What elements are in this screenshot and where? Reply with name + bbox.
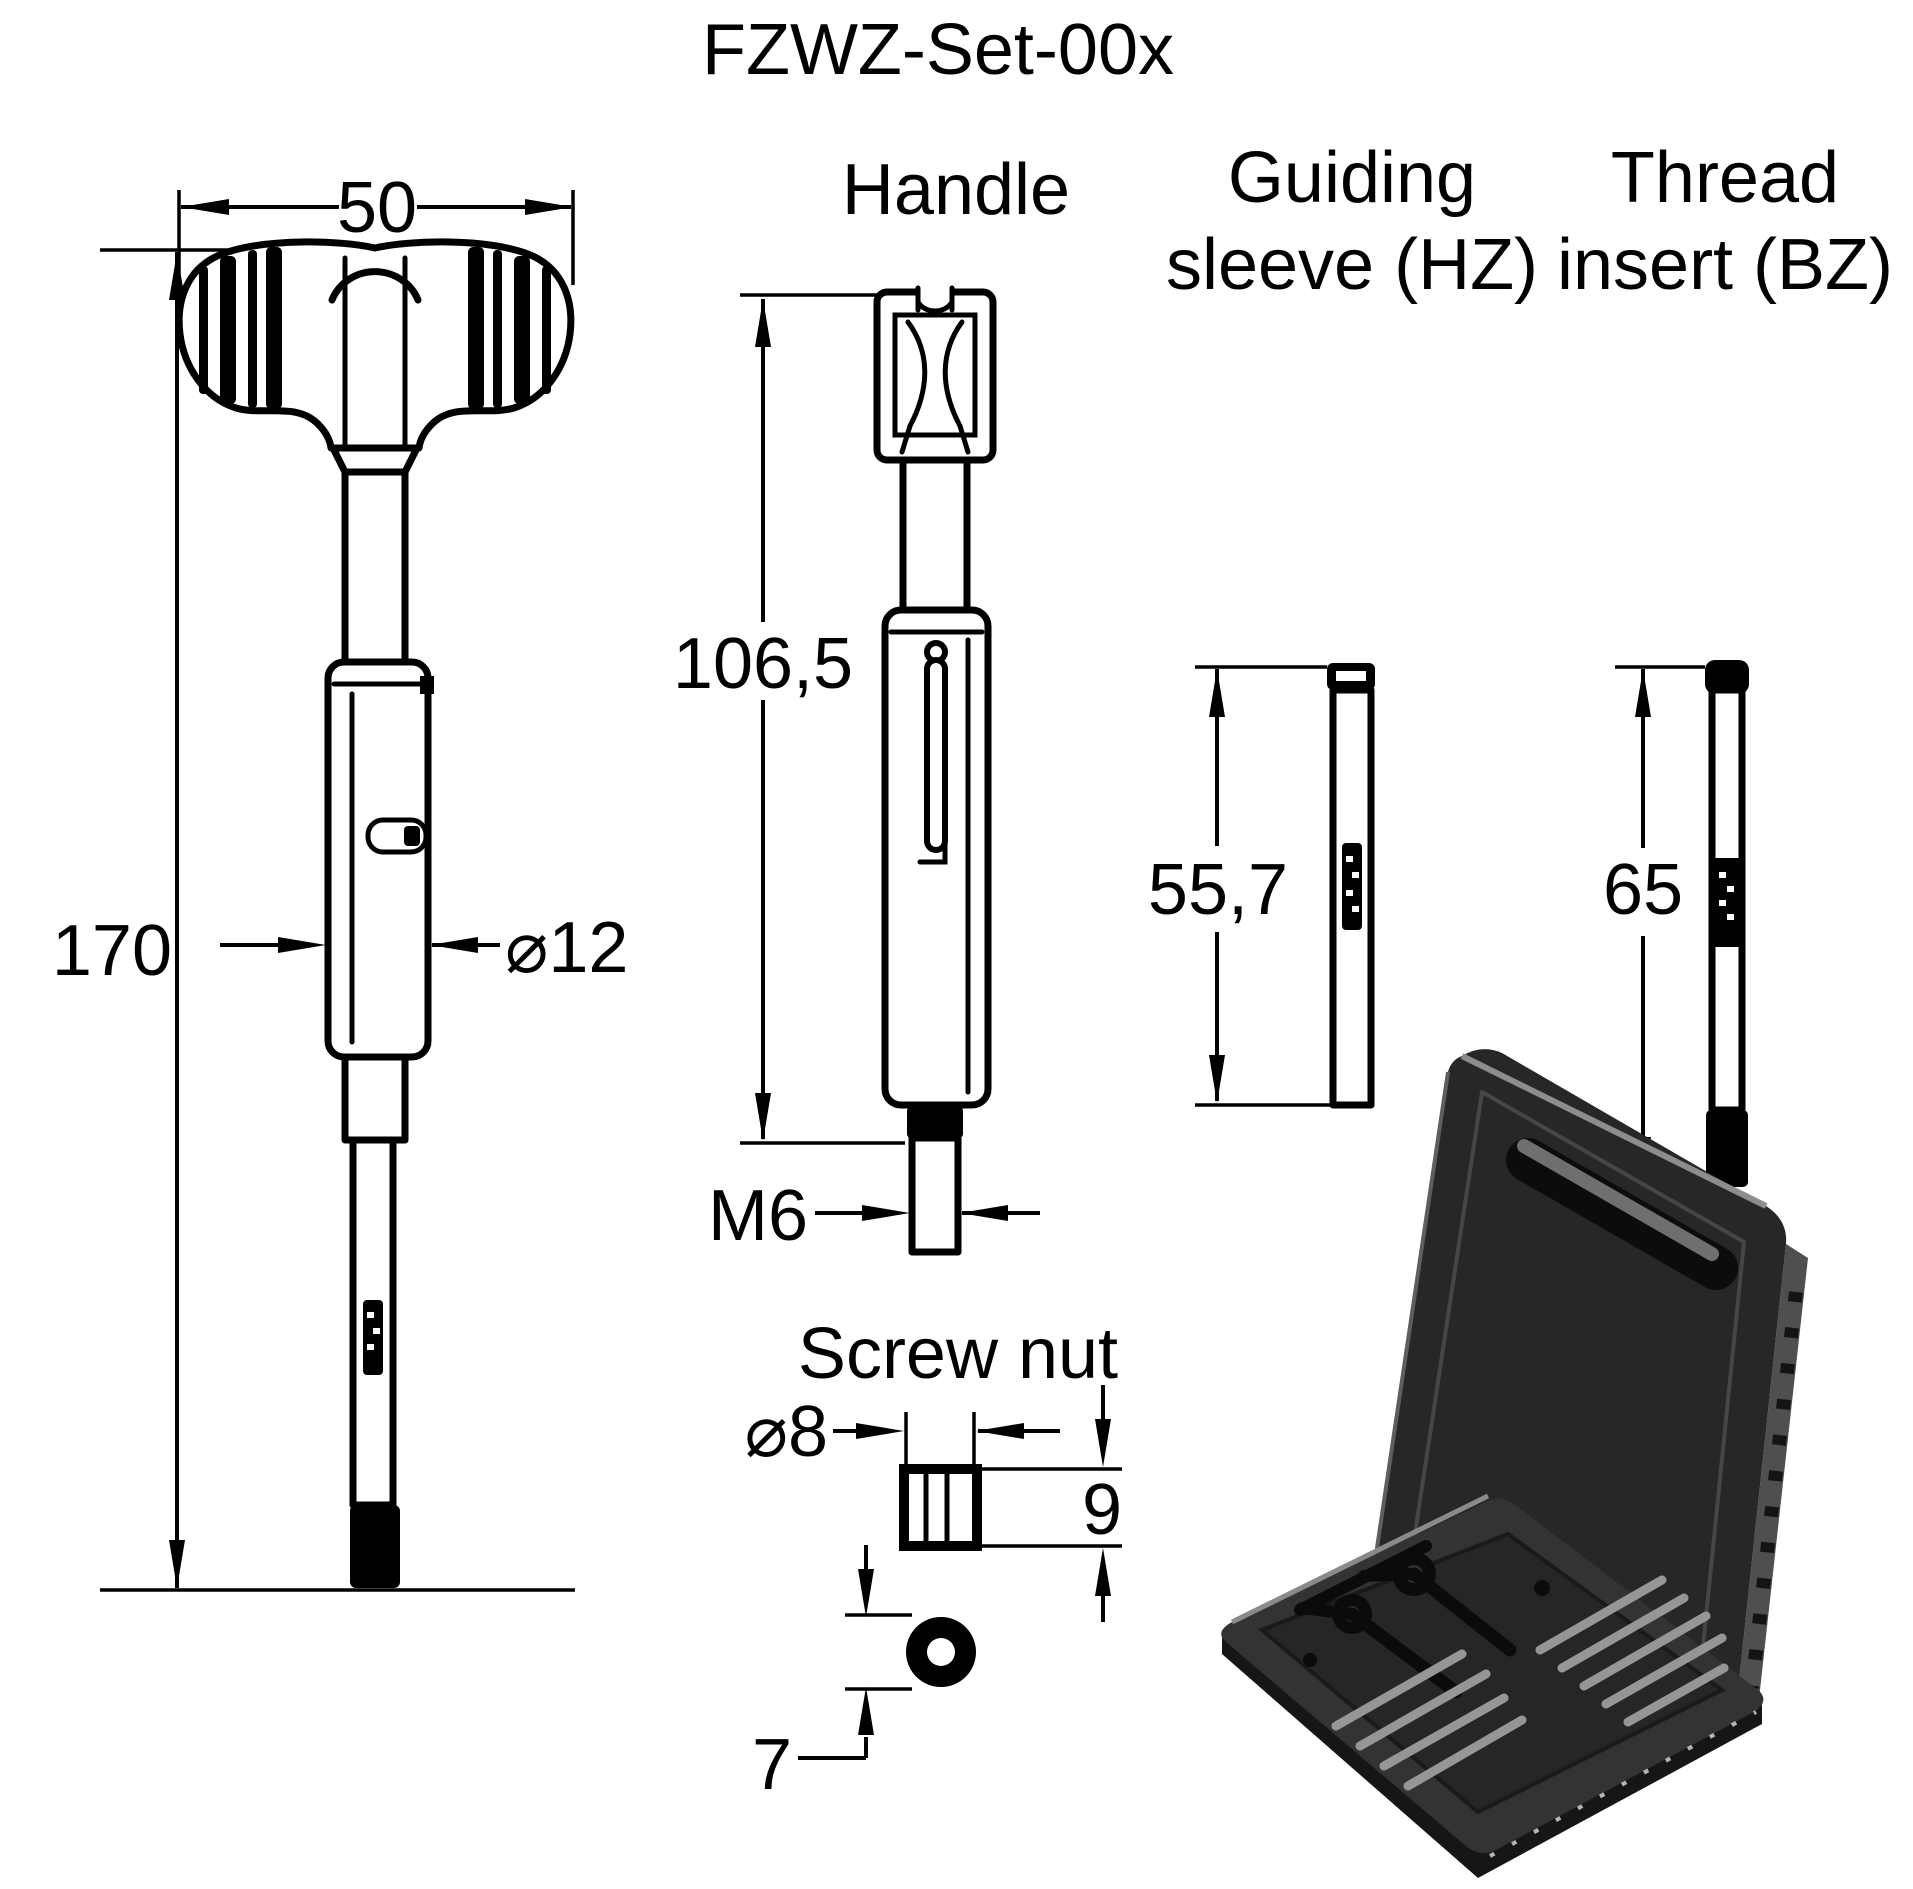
- grip-ribs: [199, 247, 551, 409]
- tray-hole: [1303, 1653, 1317, 1667]
- handle-side-view: 106,5 M6: [673, 285, 1040, 1256]
- case-hinge-vents: [1745, 1291, 1803, 1689]
- thread-stub: [907, 1107, 963, 1138]
- dim-diameter-12: ⌀12: [220, 908, 628, 988]
- threaded-tip: [350, 1505, 400, 1588]
- label-thread-insert: Thread insert (BZ): [1557, 138, 1893, 305]
- svg-text:170: 170: [52, 911, 172, 991]
- case-tray: [1221, 1493, 1764, 1878]
- svg-text:M6: M6: [708, 1176, 808, 1256]
- body-slot: [365, 817, 429, 855]
- dim-width-50: 50: [177, 168, 575, 285]
- brand-mark: [1342, 843, 1362, 930]
- svg-text:9: 9: [1082, 1470, 1122, 1550]
- neck-shaft: [341, 468, 409, 666]
- tray-hole: [1534, 1580, 1550, 1596]
- dim-hole-7: 7: [752, 1545, 912, 1805]
- svg-text:insert (BZ): insert (BZ): [1557, 225, 1893, 305]
- lower-collar: [341, 1053, 409, 1144]
- label-guiding-sleeve: Guiding sleeve (HZ): [1166, 138, 1538, 305]
- pliers-cutout: [1294, 1540, 1517, 1699]
- dim-length-55-7: 55,7: [1148, 665, 1333, 1107]
- wing-profile: [899, 299, 971, 455]
- svg-text:Thread: Thread: [1611, 138, 1839, 218]
- bit-slots-bottom: [1331, 1649, 1527, 1791]
- bit-slots-right: [1535, 1575, 1729, 1727]
- dim-diameter-8: ⌀8: [745, 1392, 1060, 1472]
- label-handle: Handle: [842, 150, 1070, 230]
- svg-text:Guiding: Guiding: [1228, 138, 1476, 218]
- svg-text:106,5: 106,5: [673, 624, 853, 704]
- wing-dome: [328, 268, 422, 304]
- svg-text:65: 65: [1603, 850, 1683, 930]
- bottom-shaft: [908, 1134, 962, 1256]
- label-screw-nut: Screw nut: [798, 1314, 1118, 1394]
- svg-text:55,7: 55,7: [1148, 850, 1288, 930]
- screw-nut-front: [899, 1464, 982, 1551]
- hub-step: [329, 444, 421, 476]
- handle-keyhole-slot: [917, 640, 948, 865]
- insert-threaded-tip: [1706, 1110, 1748, 1187]
- dim-thread-m6: M6: [708, 1176, 1040, 1256]
- brand-mark: [1712, 858, 1742, 947]
- svg-text:⌀12: ⌀12: [505, 908, 628, 988]
- dim-height-9: 9: [979, 1385, 1122, 1622]
- handle-body: [881, 606, 992, 1109]
- guiding-sleeve-drawing: 55,7: [1148, 663, 1375, 1109]
- svg-text:⌀8: ⌀8: [745, 1392, 828, 1472]
- screw-nut-detail: ⌀8 9 7: [745, 1385, 1122, 1805]
- case-handle-slot: [1506, 1138, 1738, 1290]
- body-clip-tab: [420, 676, 434, 694]
- screw-nut-top: [906, 1617, 976, 1687]
- svg-text:sleeve (HZ): sleeve (HZ): [1166, 225, 1538, 305]
- assembly-front-view: 50 170 ⌀12: [52, 168, 628, 1592]
- head-opening: [892, 312, 978, 438]
- tool-case-illustration: [1221, 1049, 1808, 1878]
- tool-body: [324, 658, 432, 1061]
- brand-mark: [363, 1300, 383, 1375]
- svg-text:7: 7: [752, 1725, 792, 1805]
- thread-insert-drawing: 65: [1603, 660, 1749, 1189]
- handle-neck: [899, 456, 971, 614]
- insert-cap: [1705, 660, 1749, 694]
- dim-length-65: 65: [1603, 665, 1705, 1189]
- svg-text:50: 50: [337, 168, 417, 248]
- drawing-title: FZWZ-Set-00x: [702, 10, 1174, 90]
- tray-teeth: [1489, 1710, 1757, 1858]
- dim-length-170: 170: [52, 252, 185, 1588]
- dim-length-106-5: 106,5: [673, 293, 905, 1145]
